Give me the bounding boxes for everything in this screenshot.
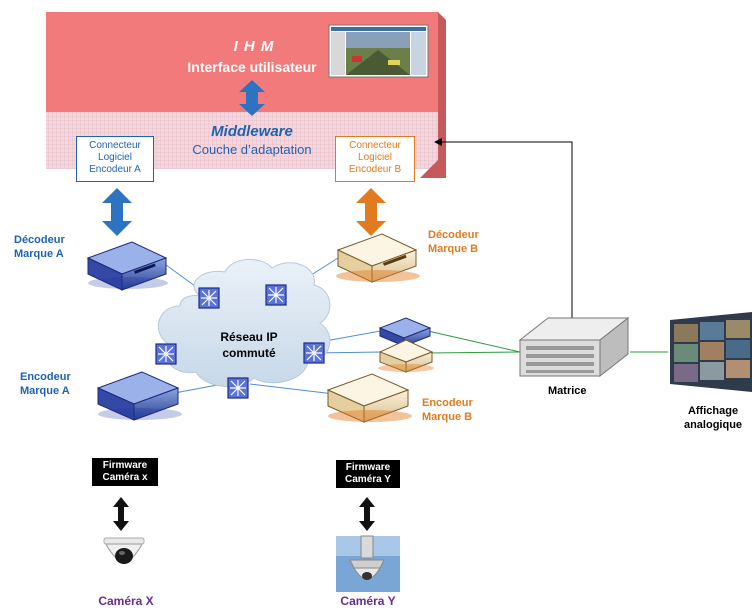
firmware-y-line-1: Firmware <box>345 462 391 473</box>
decoder-a-label: Décodeur Marque A <box>14 233 65 261</box>
decoder-b-label: Décodeur Marque B <box>428 228 479 256</box>
network-line-2: commuté <box>222 346 276 360</box>
display-line-1: Affichage <box>687 405 739 417</box>
firmware-x-line-2: Caméra x <box>102 472 148 483</box>
camera-x-label: Caméra X <box>98 594 154 608</box>
decoder-b-device-icon <box>336 233 420 283</box>
ihm-subtitle: Interface utilisateur <box>187 59 317 75</box>
encoder-a-line-1: Encodeur <box>20 371 71 383</box>
decoder-b-line-1: Décodeur <box>428 229 479 241</box>
connector-a-line-1: Connecteur <box>89 140 141 151</box>
blue-device-small-icon <box>378 317 432 347</box>
encoder-b-line-2: Marque B <box>422 411 473 423</box>
ui-screenshot-thumbnail <box>328 24 429 78</box>
connector-a-note: Connecteur Logiciel Encodeur A <box>76 136 154 182</box>
middleware-title: Middleware <box>211 123 293 140</box>
decoder-a-line-1: Décodeur <box>14 234 65 246</box>
camera-y-icon <box>336 535 400 592</box>
ihm-middleware-arrow <box>239 80 265 116</box>
switch-icons <box>155 284 325 399</box>
beige-device-small-icon <box>378 339 434 373</box>
encoder-a-label: Encodeur Marque A <box>20 370 71 398</box>
switch-icon <box>265 284 287 306</box>
connector-b-line-1: Connecteur <box>349 140 401 151</box>
firmware-camera-y-box: Firmware Caméra Y <box>336 460 400 488</box>
encoder-a-device-icon <box>96 371 182 421</box>
connector-a-line-3: Encodeur A <box>89 164 141 175</box>
connector-b-arrow <box>356 188 386 236</box>
switch-icon <box>303 342 325 364</box>
connector-b-line-2: Logiciel <box>358 152 392 163</box>
matrix-label: Matrice <box>548 385 587 397</box>
camera-x-arrow <box>113 497 129 531</box>
ihm-title: I H M <box>233 38 275 55</box>
switch-icon <box>155 343 177 365</box>
decoder-b-line-2: Marque B <box>428 243 479 255</box>
switch-icon <box>227 377 249 399</box>
encoder-b-line-1: Encodeur <box>422 397 473 409</box>
firmware-y-line-2: Caméra Y <box>345 474 391 485</box>
network-line-1: Réseau IP <box>220 330 278 344</box>
display-line-2: analogique <box>683 419 743 431</box>
connector-a-arrow <box>102 188 132 236</box>
video-wall-icon <box>670 312 752 392</box>
encoder-b-device-icon <box>326 373 412 423</box>
middleware-subtitle: Couche d’adaptation <box>192 142 312 157</box>
camera-x-icon <box>103 537 145 564</box>
decoder-a-line-2: Marque A <box>14 248 64 260</box>
firmware-camera-x-box: Firmware Caméra x <box>92 458 158 486</box>
network-label: Réseau IP commuté <box>214 329 284 361</box>
camera-y-label: Caméra Y <box>340 594 396 608</box>
decoder-a-device-icon <box>86 241 168 291</box>
encoder-b-label: Encodeur Marque B <box>422 396 473 424</box>
encoder-a-line-2: Marque A <box>20 385 70 397</box>
camera-y-arrow <box>359 497 375 531</box>
firmware-x-line-1: Firmware <box>102 460 148 471</box>
switch-icon <box>198 287 220 309</box>
connector-b-note: Connecteur Logiciel Encodeur B <box>335 136 415 182</box>
connector-b-line-3: Encodeur B <box>348 164 402 175</box>
connector-a-line-2: Logiciel <box>98 152 132 163</box>
matrix-device-icon <box>518 316 630 378</box>
display-label: Affichage analogique <box>680 404 746 432</box>
